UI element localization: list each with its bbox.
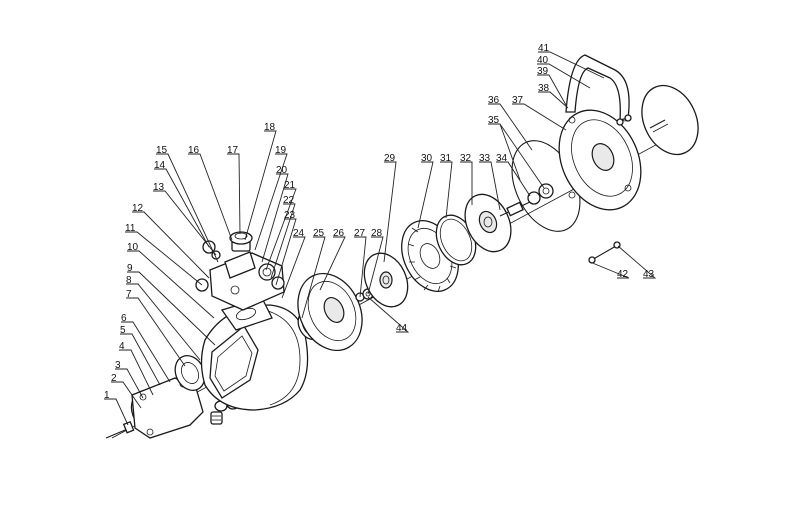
label-4: 4 (119, 341, 125, 352)
label-13: 13 (153, 182, 165, 193)
leader-lines (104, 51, 657, 426)
label-36: 36 (488, 95, 500, 106)
part-carry-handle (565, 54, 632, 126)
part-cover-plate (641, 84, 699, 156)
label-6: 6 (121, 313, 127, 324)
label-20: 20 (276, 165, 288, 176)
label-2: 2 (111, 373, 117, 384)
label-3: 3 (115, 360, 121, 371)
label-35: 35 (488, 115, 500, 126)
label-10: 10 (127, 242, 139, 253)
part-labels: 1 2 3 4 5 6 7 8 9 10 11 12 13 14 15 16 1… (104, 43, 655, 401)
label-24: 24 (293, 228, 305, 239)
label-1: 1 (104, 390, 110, 401)
label-30: 30 (421, 153, 433, 164)
label-27: 27 (354, 228, 366, 239)
label-21: 21 (284, 180, 296, 191)
label-16: 16 (188, 145, 200, 156)
part-shaft (499, 183, 554, 217)
label-19: 19 (275, 145, 287, 156)
label-44: 44 (396, 323, 408, 334)
label-14: 14 (154, 160, 166, 171)
label-41: 41 (538, 43, 550, 54)
part-wear-plate (297, 272, 363, 352)
label-12: 12 (132, 203, 144, 214)
label-23: 23 (284, 210, 296, 221)
label-22: 22 (283, 195, 295, 206)
label-8: 8 (126, 275, 132, 286)
label-37: 37 (512, 95, 524, 106)
label-15: 15 (156, 145, 168, 156)
label-40: 40 (537, 55, 549, 66)
label-5: 5 (120, 325, 126, 336)
label-39: 39 (537, 66, 549, 77)
label-29: 29 (384, 153, 396, 164)
label-33: 33 (479, 153, 491, 164)
label-25: 25 (313, 228, 325, 239)
label-18: 18 (264, 122, 276, 133)
label-28: 28 (371, 228, 383, 239)
label-31: 31 (440, 153, 452, 164)
label-9: 9 (127, 263, 133, 274)
label-26: 26 (333, 228, 345, 239)
label-43: 43 (643, 269, 655, 280)
part-motor-housing (558, 109, 642, 211)
part-pump-casing (200, 297, 309, 411)
label-42: 42 (617, 269, 629, 280)
label-32: 32 (460, 153, 472, 164)
label-38: 38 (538, 83, 550, 94)
label-11: 11 (125, 223, 136, 234)
label-17: 17 (227, 145, 239, 156)
label-34: 34 (496, 153, 508, 164)
part-bolt-1 (105, 420, 135, 439)
label-7: 7 (126, 289, 132, 300)
part-bolts-42-43 (588, 241, 621, 264)
